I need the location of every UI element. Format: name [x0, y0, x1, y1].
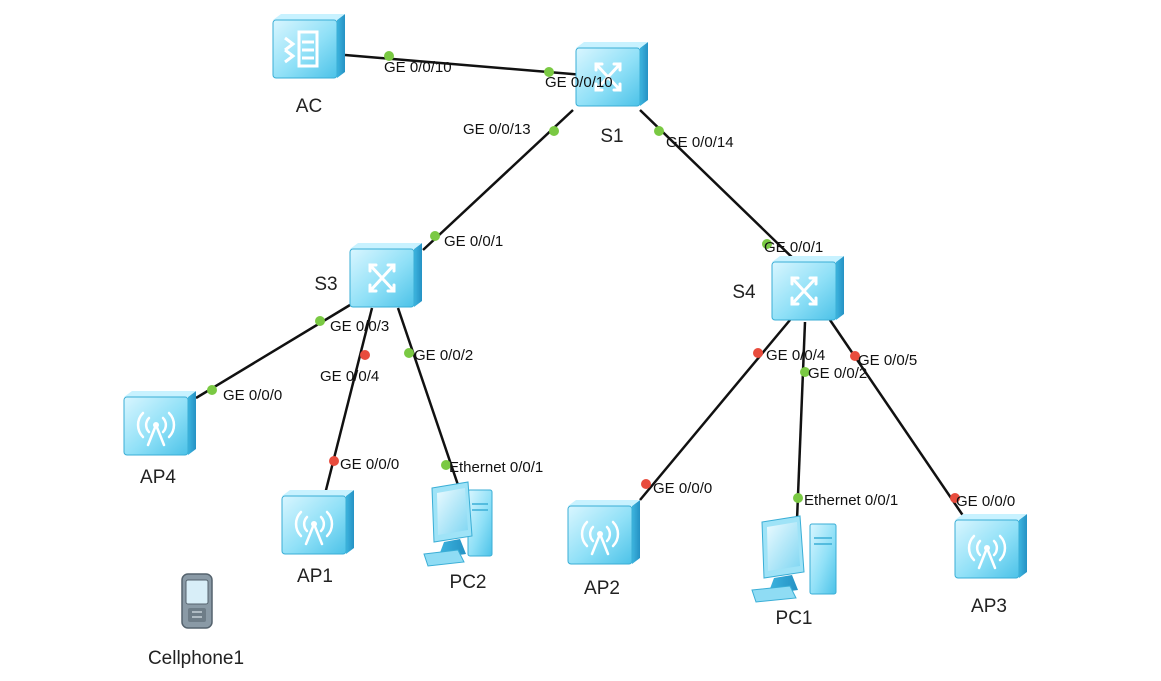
port-status-dot [762, 239, 772, 249]
switch-node-s3[interactable]: S3 [314, 243, 422, 308]
ac-controller-node[interactable]: AC [272, 14, 345, 117]
port-status-dot [360, 350, 370, 360]
port-label-s3-ge004: GE 0/0/4 [320, 368, 379, 385]
port-label-pc1-eth001: Ethernet 0/0/1 [804, 492, 898, 509]
port-label-s1-ge0014: GE 0/0/14 [666, 134, 734, 151]
access-point-icon [954, 514, 1027, 579]
access-point-node-ap4[interactable]: AP4 [123, 391, 196, 488]
link-s4-pc1[interactable] [795, 321, 807, 521]
port-label-s3-ge002: GE 0/0/2 [414, 347, 473, 364]
access-point-icon [567, 500, 640, 565]
access-point-node-ap3[interactable]: AP3 [954, 514, 1027, 617]
pc-node-pc1[interactable]: PC1 [751, 515, 837, 629]
port-label-s3-ge003: GE 0/0/3 [330, 318, 389, 335]
switch-icon [575, 42, 648, 107]
switch-node-s4[interactable]: S4 [732, 256, 844, 321]
port-label-s4-ge002: GE 0/0/2 [808, 365, 867, 382]
device-label-cellphone1: Cellphone1 [148, 648, 244, 669]
port-status-dot [850, 351, 860, 361]
port-label-s1-ge0013: GE 0/0/13 [463, 121, 531, 138]
link-s3-pc2[interactable] [396, 307, 460, 486]
cellphone-icon [181, 573, 213, 629]
port-label-pc2-eth001: Ethernet 0/0/1 [449, 459, 543, 476]
device-label-ap1: AP1 [297, 566, 333, 587]
access-point-icon [281, 490, 354, 555]
access-point-node-ap2[interactable]: AP2 [567, 500, 640, 599]
port-label-ap4-ge000: GE 0/0/0 [223, 387, 282, 404]
link-s1-s4[interactable] [639, 109, 801, 266]
ports-layer [207, 51, 960, 503]
port-status-dot [430, 231, 440, 241]
port-labels-layer: GE 0/0/10 GE 0/0/10 GE 0/0/13 GE 0/0/1 G… [223, 59, 1015, 510]
device-label-pc2: PC2 [450, 572, 487, 593]
device-label-s3: S3 [314, 274, 337, 295]
links-layer [195, 53, 968, 521]
port-status-dot [207, 385, 217, 395]
access-point-node-ap1[interactable]: AP1 [281, 490, 354, 587]
port-status-dot [329, 456, 339, 466]
port-label-s1-ge0010: GE 0/0/10 [545, 74, 613, 91]
port-status-dot [549, 126, 559, 136]
port-status-dot [384, 51, 394, 61]
link-s1-s3[interactable] [422, 109, 574, 251]
device-label-s1: S1 [600, 126, 623, 147]
pc-icon [423, 481, 493, 567]
port-status-dot [753, 348, 763, 358]
device-label-s4: S4 [732, 282, 756, 303]
port-status-dot [641, 479, 651, 489]
port-status-dot [404, 348, 414, 358]
port-status-dot [950, 493, 960, 503]
cellphone-node-cellphone1[interactable]: Cellphone1 [148, 573, 244, 669]
switch-node-s1[interactable]: S1 [575, 42, 648, 147]
port-label-s4-ge001: GE 0/0/1 [764, 239, 823, 256]
pc-icon [751, 515, 837, 603]
device-label-pc1: PC1 [776, 608, 813, 629]
switch-icon [349, 243, 422, 308]
pc-node-pc2[interactable]: PC2 [423, 481, 493, 593]
port-label-ap3-ge000: GE 0/0/0 [956, 493, 1015, 510]
port-status-dot [441, 460, 451, 470]
ac-controller-icon [272, 14, 345, 79]
port-label-s4-ge004: GE 0/0/4 [766, 347, 825, 364]
port-label-s4-ge005: GE 0/0/5 [858, 352, 917, 369]
port-status-dot [654, 126, 664, 136]
device-label-ap4: AP4 [140, 467, 176, 488]
port-label-s3-ge001: GE 0/0/1 [444, 233, 503, 250]
device-label-ap3: AP3 [971, 596, 1007, 617]
access-point-icon [123, 391, 196, 456]
port-status-dot [793, 493, 803, 503]
port-label-ac-ge0010: GE 0/0/10 [384, 59, 452, 76]
link-s4-ap2[interactable] [639, 319, 791, 501]
link-s4-ap3[interactable] [828, 319, 968, 521]
switch-icon [771, 256, 844, 321]
port-label-ap1-ge000: GE 0/0/0 [340, 456, 399, 473]
port-status-dot [800, 367, 810, 377]
port-label-ap2-ge000: GE 0/0/0 [653, 480, 712, 497]
device-label-ap2: AP2 [584, 578, 620, 599]
device-label-ac: AC [296, 96, 322, 117]
port-status-dot [315, 316, 325, 326]
port-status-dot [544, 67, 554, 77]
